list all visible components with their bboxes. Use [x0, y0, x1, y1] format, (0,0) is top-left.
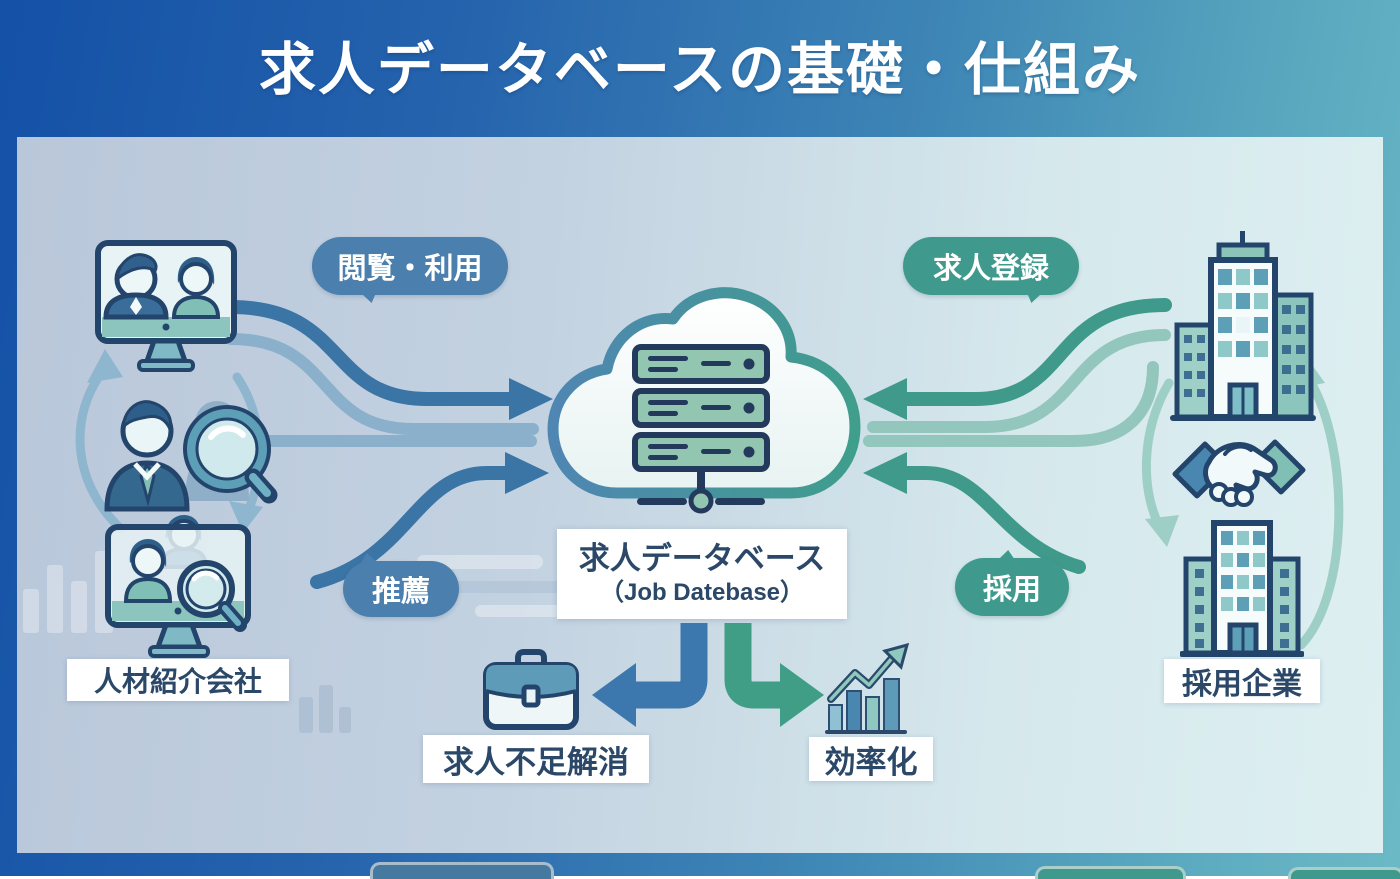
- bottom-card-green: [1035, 866, 1186, 879]
- growth-chart-icon: [825, 643, 910, 734]
- handshake-icon: [1172, 439, 1306, 507]
- hire-flow-arrow: [896, 466, 1086, 574]
- bubble-register-text: 求人登録: [932, 253, 1049, 285]
- bubble-register: 求人登録: [903, 237, 1079, 295]
- page-title: 求人データベースの基礎・仕組み: [258, 38, 1142, 102]
- screening-monitor-icon: [105, 515, 251, 658]
- briefcase-icon: [483, 649, 579, 730]
- agency-label: 人材紹介会社: [67, 659, 289, 701]
- outcome-right-arrow: [724, 623, 782, 709]
- bubble-recommend: 推薦: [343, 561, 459, 617]
- hire-return-line: [863, 361, 1159, 447]
- hire-flow-arrowhead: [863, 452, 907, 494]
- server-stack-icon: [632, 344, 770, 514]
- office-building-bottom-icon: [1180, 520, 1304, 657]
- register-flow-arrowhead: [863, 378, 907, 420]
- diagram-panel: 人材紹介会社 閲覧・利用 推薦 求人登録 採用: [17, 137, 1383, 853]
- video-meeting-monitor-icon: [95, 240, 237, 372]
- database-label: 求人データベース （Job Datebase）: [557, 529, 847, 619]
- database-name: 求人データベース: [578, 541, 826, 577]
- outcome-left-arrow: [634, 623, 708, 709]
- office-building-top-icon: [1170, 231, 1316, 421]
- candidate-search-icon: [104, 400, 278, 512]
- bubble-browse-text: 閲覧・利用: [337, 253, 483, 285]
- company-label-text: 採用企業: [1182, 668, 1302, 701]
- agency-label-text: 人材紹介会社: [93, 666, 262, 697]
- bubble-recommend-text: 推薦: [371, 576, 430, 608]
- bottom-card-blue: [370, 862, 554, 879]
- bubble-browse: 閲覧・利用: [312, 237, 508, 295]
- cloud-database-icon: [547, 287, 861, 514]
- efficiency-label-text: 効率化: [824, 744, 918, 780]
- outcome-arrows: [592, 623, 824, 727]
- watermark-bars-left: [23, 551, 113, 633]
- shortage-label-text: 求人不足解消: [443, 744, 629, 780]
- register-flow-arrow: [896, 298, 1172, 406]
- watermark-bars-small: [299, 685, 351, 733]
- bubble-hire-text: 採用: [982, 574, 1041, 606]
- company-label: 採用企業: [1164, 659, 1320, 703]
- company-cycle-down-arrowhead: [1145, 515, 1179, 547]
- database-name-en: （Job Datebase）: [599, 578, 805, 606]
- shortage-label: 求人不足解消: [423, 735, 649, 783]
- register-return-line: [867, 329, 1171, 433]
- bubble-hire: 採用: [955, 558, 1069, 616]
- efficiency-label: 効率化: [809, 737, 933, 781]
- bottom-card-green-right: [1288, 867, 1400, 879]
